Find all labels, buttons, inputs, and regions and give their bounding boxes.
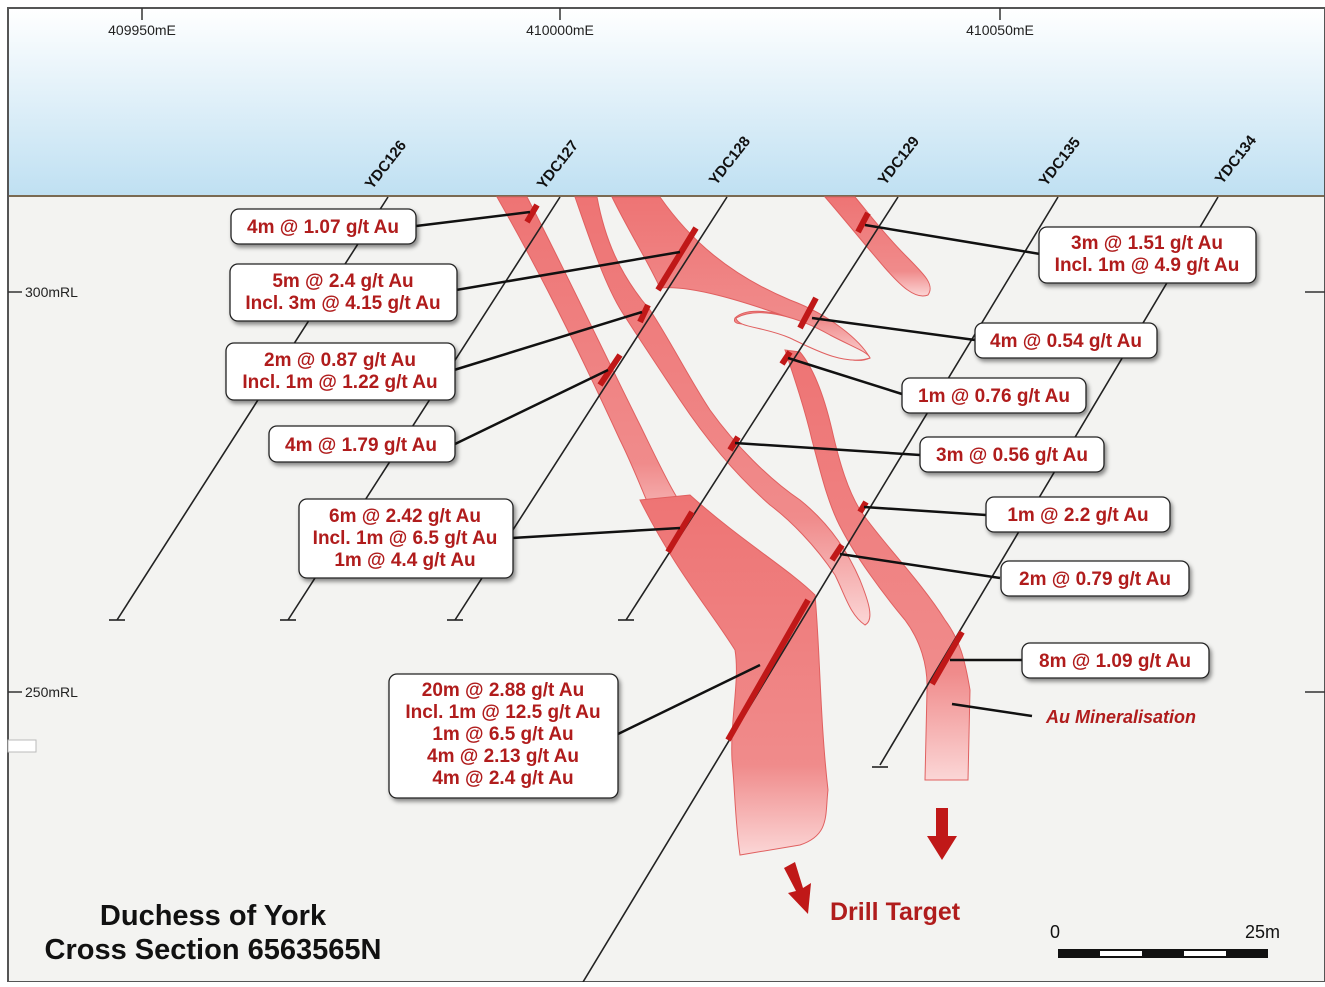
intercept-box-9	[901, 377, 1087, 414]
intercept-text-6-2: Incl. 1m @ 12.5 g/t Au	[405, 702, 600, 723]
intercept-box-11	[985, 496, 1171, 533]
intercept-text-6-3: 1m @ 6.5 g/t Au	[432, 724, 573, 745]
intercept-text-11-1: 1m @ 2.2 g/t Au	[1007, 505, 1148, 526]
intercept-text-1-1: 4m @ 1.07 g/t Au	[247, 217, 399, 238]
intercept-label-boxes	[225, 208, 1257, 799]
figure-title-line-2: Cross Section 6563565N	[45, 934, 382, 966]
lode-deep-main	[639, 494, 829, 856]
sky-area	[8, 8, 1325, 196]
edge-tab	[7, 739, 37, 753]
leader-lines	[415, 210, 1041, 736]
intercept-text-6-5: 4m @ 2.4 g/t Au	[432, 768, 573, 789]
intercept-box-12	[1000, 560, 1190, 597]
figure-title-line-1: Duchess of York	[100, 900, 327, 932]
intercept-text-9-1: 1m @ 0.76 g/t Au	[918, 386, 1070, 407]
intercept-box-3	[225, 342, 456, 401]
intercept-box-8	[974, 322, 1158, 359]
intercept-box-1	[230, 208, 417, 245]
easting-ticks	[141, 8, 1001, 20]
intercept-text-5-3: 1m @ 4.4 g/t Au	[334, 550, 475, 571]
intercept-text-4-1: 4m @ 1.79 g/t Au	[285, 435, 437, 456]
intercept-text-3-2: Incl. 1m @ 1.22 g/t Au	[242, 372, 437, 393]
intercept-box-6	[388, 673, 619, 799]
drill-target-label: Drill Target	[830, 898, 961, 926]
rl-ticks	[8, 291, 1325, 693]
scale-bar-start-label: 0	[1050, 922, 1060, 942]
intercept-text-3-1: 2m @ 0.87 g/t Au	[264, 350, 416, 371]
intercept-text-6-1: 20m @ 2.88 g/t Au	[422, 680, 584, 701]
intercept-text-12-1: 2m @ 0.79 g/t Au	[1019, 569, 1171, 590]
lode-thin-2	[784, 349, 971, 781]
lode-loop-inner	[735, 312, 871, 361]
intercept-box-5	[298, 498, 514, 579]
intercept-marks	[524, 203, 965, 742]
intercept-text-2-1: 5m @ 2.4 g/t Au	[272, 271, 413, 292]
scale-bar	[1058, 949, 1268, 958]
intercept-text-6-4: 4m @ 2.13 g/t Au	[427, 746, 579, 767]
rl-label-250: 250mRL	[25, 684, 78, 700]
intercept-text-5-1: 6m @ 2.42 g/t Au	[329, 506, 481, 527]
intercept-text-7-2: Incl. 1m @ 4.9 g/t Au	[1055, 255, 1240, 276]
intercept-text-2-2: Incl. 3m @ 4.15 g/t Au	[245, 293, 440, 314]
rl-label-300: 300mRL	[25, 284, 78, 300]
easting-label-2: 410000mE	[526, 22, 594, 38]
lode-thin-1	[574, 196, 871, 626]
lode-east	[823, 196, 931, 297]
arrow-down-icon-left	[784, 862, 811, 914]
intercept-box-7	[1038, 226, 1257, 284]
easting-label-1: 409950mE	[108, 22, 176, 38]
intercept-text-10-1: 3m @ 0.56 g/t Au	[936, 445, 1088, 466]
au-lodes	[496, 196, 971, 856]
intercept-box-13	[1021, 642, 1210, 679]
scale-bar-end-label: 25m	[1245, 922, 1280, 942]
intercept-text-13-1: 8m @ 1.09 g/t Au	[1039, 651, 1191, 672]
drill-target-arrows	[784, 808, 957, 914]
intercept-text-5-2: Incl. 1m @ 6.5 g/t Au	[313, 528, 498, 549]
intercept-box-2	[229, 263, 458, 322]
easting-label-3: 410050mE	[966, 22, 1034, 38]
drill-hole-ydc134	[879, 196, 1219, 766]
intercept-box-10	[919, 436, 1105, 473]
intercept-box-4	[268, 425, 456, 463]
intercept-text-8-1: 4m @ 0.54 g/t Au	[990, 331, 1142, 352]
intercept-text-7-1: 3m @ 1.51 g/t Au	[1071, 233, 1223, 254]
drill-hole-end-markers	[109, 619, 888, 768]
arrow-down-icon-right	[927, 808, 957, 860]
au-mineralisation-label: Au Mineralisation	[1045, 707, 1196, 727]
